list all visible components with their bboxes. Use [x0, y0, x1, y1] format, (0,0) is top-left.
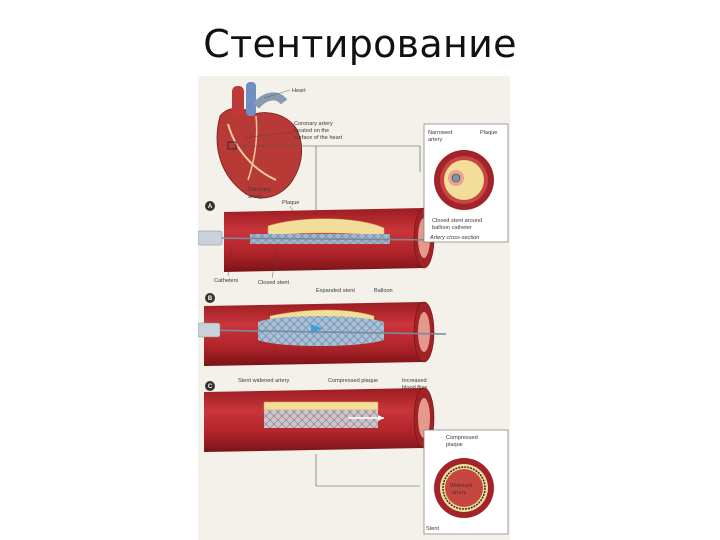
slide-title: Стентирование — [203, 22, 517, 66]
coronary-top-label-3: surface of the heart — [294, 135, 343, 141]
stent-c — [264, 410, 378, 428]
compressed-cs-label-2: plaque — [446, 442, 463, 448]
step-b-letter: B — [208, 296, 213, 302]
compressed-cs-label-1: Compressed — [446, 435, 478, 441]
artery-a — [198, 207, 447, 272]
artery-c — [204, 387, 435, 452]
heart-illustration — [216, 82, 303, 199]
stenting-diagram: Heart Coronary artery located on the sur… — [198, 82, 509, 535]
cross-section-label: Artery cross-section — [429, 235, 479, 241]
plaque-a-label: Plaque — [282, 200, 299, 206]
closed-stent-label: Closed stent — [258, 280, 290, 286]
stent-widened-label: Stent widened artery — [238, 378, 290, 384]
plaque-cs-label: Plaque — [480, 130, 497, 136]
balloon-label: Balloon — [374, 288, 393, 294]
increased-label-2: blood flow — [402, 385, 428, 391]
catheters-label: Catheters — [214, 278, 238, 284]
stenting-figure: Heart Coronary artery located on the sur… — [198, 76, 510, 540]
artery-b — [198, 301, 447, 366]
step-b-marker — [205, 293, 215, 303]
widened-cs-label-1: Widened — [450, 483, 472, 489]
closed-stent-cs-label-1: Closed stent around — [432, 218, 482, 224]
compressed-plaque-c — [263, 401, 379, 411]
expanded-stent-label: Expanded stent — [316, 288, 355, 294]
catheter-a — [198, 237, 447, 241]
narrowed-label-1: Narrowed — [428, 130, 452, 136]
coronary-top-label-1: Coronary artery — [294, 121, 333, 127]
step-c-letter: C — [208, 384, 213, 390]
step-a-letter: A — [208, 204, 213, 210]
zoom-box — [227, 141, 237, 150]
expanded-stent-b — [258, 316, 384, 346]
step-c-marker — [205, 381, 215, 391]
increased-label-1: Increased — [402, 378, 427, 384]
cross-section-a — [434, 150, 494, 210]
coronary-top-label-2: located on the — [294, 128, 329, 134]
blood-flow-arrow — [378, 415, 384, 421]
widened-cs-label-2: artery — [452, 490, 467, 496]
coronary-a-label-2: artery — [248, 194, 263, 200]
closed-stent-cs-label-2: balloon catheter — [432, 225, 472, 231]
heart-label: Heart — [292, 88, 306, 94]
compressed-plaque-label: Compressed plaque — [328, 378, 378, 384]
stent-cs-label: Stent — [426, 526, 440, 532]
step-a-marker — [205, 201, 215, 211]
cross-section-c — [434, 458, 494, 518]
coronary-a-label-1: Coronary — [248, 187, 271, 193]
narrowed-label-2: artery — [428, 137, 443, 143]
